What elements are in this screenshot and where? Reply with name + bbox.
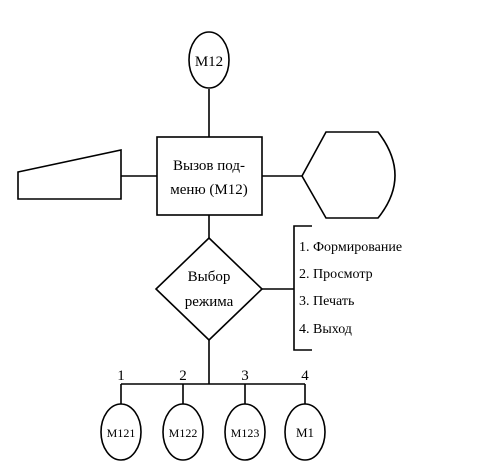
process-box bbox=[156, 136, 263, 216]
process-box-line1: Вызов под- bbox=[173, 158, 245, 174]
comment-bracket bbox=[293, 225, 312, 351]
decision-diamond bbox=[154, 236, 264, 342]
menu-option-3: 3. Печать bbox=[299, 294, 354, 309]
decision-line2: режима bbox=[185, 294, 234, 310]
bottom-connector-label-4: M1 bbox=[296, 425, 314, 440]
bottom-connector-label-2: M122 bbox=[169, 426, 198, 440]
bottom-connector-circle-3 bbox=[224, 403, 266, 461]
menu-option-1: 1. Формирование bbox=[299, 240, 402, 255]
bottom-connector-circle-2 bbox=[162, 403, 204, 461]
bottom-connector-circle-4 bbox=[284, 403, 326, 461]
branch-number-1: 1 bbox=[117, 368, 125, 384]
menu-option-4: 4. Выход bbox=[299, 322, 352, 337]
branch-number-4: 4 bbox=[301, 368, 309, 384]
top-connector-circle bbox=[188, 31, 230, 89]
menu-option-2: 2. Просмотр bbox=[299, 267, 373, 282]
process-box-line2: меню (M12) bbox=[170, 182, 247, 198]
bottom-connector-circle-1 bbox=[100, 403, 142, 461]
display-shape bbox=[301, 131, 396, 219]
bottom-connector-label-1: M121 bbox=[107, 426, 136, 440]
bottom-connector-label-3: M123 bbox=[231, 426, 260, 440]
branch-number-3: 3 bbox=[241, 368, 249, 384]
top-connector-label: M12 bbox=[195, 54, 223, 70]
branch-number-2: 2 bbox=[179, 368, 187, 384]
decision-line1: Выбор bbox=[188, 269, 231, 285]
manual-input-shape bbox=[17, 149, 122, 200]
